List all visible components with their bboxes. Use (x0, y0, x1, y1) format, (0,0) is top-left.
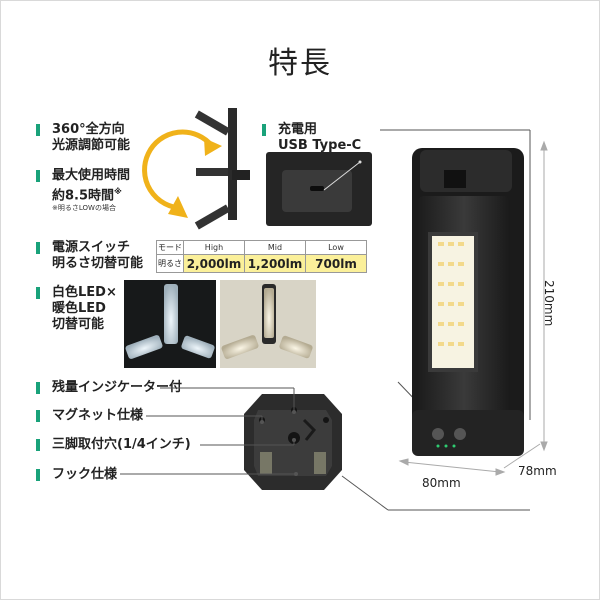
rotation-arrow-icon (142, 129, 214, 211)
callout-lines (120, 129, 531, 511)
dimension-lines (398, 140, 548, 476)
brightness-mid-value: 1,200lm (244, 254, 306, 273)
feature-line: 三脚取付穴(1/4インチ) (52, 437, 191, 452)
feature-line: 360°全方向 (52, 122, 125, 137)
usb-c-port-icon (310, 186, 324, 191)
rotation-illustration (142, 108, 250, 230)
bottom-view-illustration (244, 394, 342, 490)
lamp-body (228, 108, 237, 220)
brightness-high-value: 2,000lm (183, 254, 245, 273)
mode-header-label: モード (156, 240, 184, 255)
feature-line: 切替可能 (52, 317, 105, 332)
feature-line: 暖色LED (52, 301, 106, 316)
feature-line: 約8.5時間 (52, 188, 115, 204)
feature-line: 明るさ切替可能 (52, 256, 144, 271)
feature-line: 充電用 (278, 122, 318, 137)
cool-led-photo (124, 280, 216, 368)
mode-button-icon (454, 428, 466, 440)
page-title: 特長 (268, 46, 332, 81)
brightness-table: モード High Mid Low 明るさ 2,000lm 1,200lm 700… (156, 240, 367, 273)
feature-line: 電源スイッチ (52, 240, 131, 255)
warm-led-photo (220, 280, 316, 368)
feature-line: フック仕様 (52, 467, 118, 482)
depth-dimension: 78mm (518, 464, 557, 478)
feature-line: 光源調節可能 (52, 138, 131, 153)
main-product-illustration (412, 148, 524, 456)
feature-line: マグネット仕様 (52, 408, 144, 423)
footnote-text: ※明るさLOWの場合 (52, 204, 116, 212)
feature-line: 最大使用時間 (52, 168, 131, 183)
usb-c-closeup (266, 152, 372, 226)
height-dimension: 210mm (542, 280, 556, 327)
width-dimension: 80mm (422, 476, 461, 490)
footnote-mark: ※ (114, 187, 122, 196)
feature-line: 残量インジケーター付 (52, 380, 183, 395)
feature-line: 白色LED× (52, 285, 117, 300)
feature-line: USB Type-C (278, 138, 362, 153)
brightness-row-label: 明るさ (156, 254, 184, 273)
brightness-low-value: 700lm (305, 254, 367, 273)
power-button-icon (432, 428, 444, 440)
